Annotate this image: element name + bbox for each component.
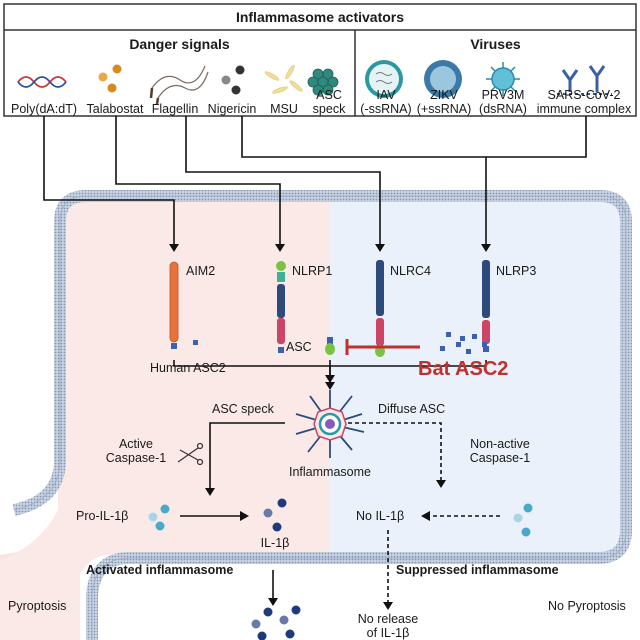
nlrp3-sensor: [482, 260, 490, 352]
activators-title: Inflammasome activators: [235, 9, 405, 25]
uncleaved-pro-il1b-molecules: [513, 503, 533, 537]
antibody-complex-icon: [557, 65, 612, 95]
hexagon-cluster-icon: [307, 68, 339, 96]
nonactive-caspase-label-1: Non-active: [470, 437, 530, 451]
molecule-orange-icon: [98, 64, 122, 93]
inflammasome-label: Inflammasome: [289, 465, 371, 479]
aim2-sensor: [169, 261, 179, 349]
virus-label-zikv: ZIKV: [430, 88, 458, 102]
suppressed-inflammasome-label: Suppressed inflammasome: [396, 563, 559, 577]
virus-label-prv3m: PRV3M: [481, 88, 525, 102]
danger-signals-heading: Danger signals: [129, 36, 230, 52]
danger-label-talabostat: Talabostat: [86, 102, 144, 116]
virus-label-zikv-type: (+ssRNA): [416, 102, 472, 116]
no-release-label-1: No release: [357, 612, 419, 626]
human-asc2-molecule: [193, 340, 198, 345]
diffuse-asc-label: Diffuse ASC: [378, 402, 446, 416]
flagellin-icon: [149, 65, 209, 105]
zikv-virus-icon: [424, 60, 462, 98]
molecule-gray-icon: [221, 65, 245, 95]
danger-label-msu: MSU: [270, 102, 298, 116]
danger-label-flagellin: Flagellin: [151, 102, 199, 116]
asc-speck-label: ASC speck: [212, 402, 274, 416]
pro-il1b-molecules: [148, 504, 170, 531]
iav-virus-icon: [365, 60, 403, 98]
asc-top-square: [327, 337, 333, 343]
nlrp1-sensor: [276, 261, 286, 353]
bat-asc2-molecules: [440, 332, 487, 354]
bat-asc2-label: Bat ASC2: [418, 358, 509, 380]
danger-label-asc-speck-2: speck: [312, 102, 346, 116]
virus-label-sars-type: immune complex: [536, 102, 632, 116]
virus-label-iav: IAV: [376, 88, 396, 102]
danger-label-nigericin: Nigericin: [207, 102, 257, 116]
il1b-label: IL-1β: [260, 536, 290, 550]
dna-icon: [17, 76, 67, 88]
prv3m-virus-icon: [486, 62, 520, 96]
sensor-label-nlrp3: NLRP3: [496, 264, 537, 278]
active-caspase-label-2: Caspase-1: [105, 451, 167, 465]
human-asc2-label: Human ASC2: [150, 361, 226, 375]
no-release-label-2: of IL-1β: [366, 626, 410, 640]
il1b-molecules: [263, 498, 287, 532]
inflammasome-icon: [295, 390, 365, 458]
sensor-label-nlrp1: NLRP1: [292, 264, 333, 278]
scissors-icon: [177, 442, 204, 466]
virus-label-iav-type: (-ssRNA): [360, 102, 412, 116]
virus-label-sars: SARS-CoV-2: [547, 88, 621, 102]
active-caspase-label-1: Active: [118, 437, 154, 451]
asc-card: [325, 343, 335, 355]
nlrc4-sensor: [375, 260, 385, 357]
sensor-label-aim2: AIM2: [186, 264, 216, 278]
nonactive-caspase-label-2: Caspase-1: [469, 451, 531, 465]
activators-box: [3, 3, 637, 117]
cell-left-region: [0, 200, 330, 640]
asc-label: ASC: [286, 340, 312, 354]
no-pyroptosis-label: No Pyroptosis: [548, 599, 626, 613]
sensor-label-nlrc4: NLRC4: [390, 264, 431, 278]
activator-arrows: [43, 116, 587, 244]
pyroptosis-label: Pyroptosis: [8, 599, 67, 613]
crystal-icon: [264, 64, 303, 94]
cell-right-region: [330, 200, 622, 555]
activated-inflammasome-label: Activated inflammasome: [86, 563, 234, 577]
danger-label-asc-speck-1: ASC: [316, 88, 342, 102]
no-il1b-label: No IL-1β: [356, 509, 405, 523]
released-il1b-molecules: [251, 605, 301, 640]
viruses-heading: Viruses: [470, 36, 521, 52]
danger-label-polydadt: Poly(dA:dT): [11, 102, 77, 116]
virus-label-prv3m-type: (dsRNA): [479, 102, 527, 116]
pro-il1b-label: Pro-IL-1β: [76, 509, 129, 523]
